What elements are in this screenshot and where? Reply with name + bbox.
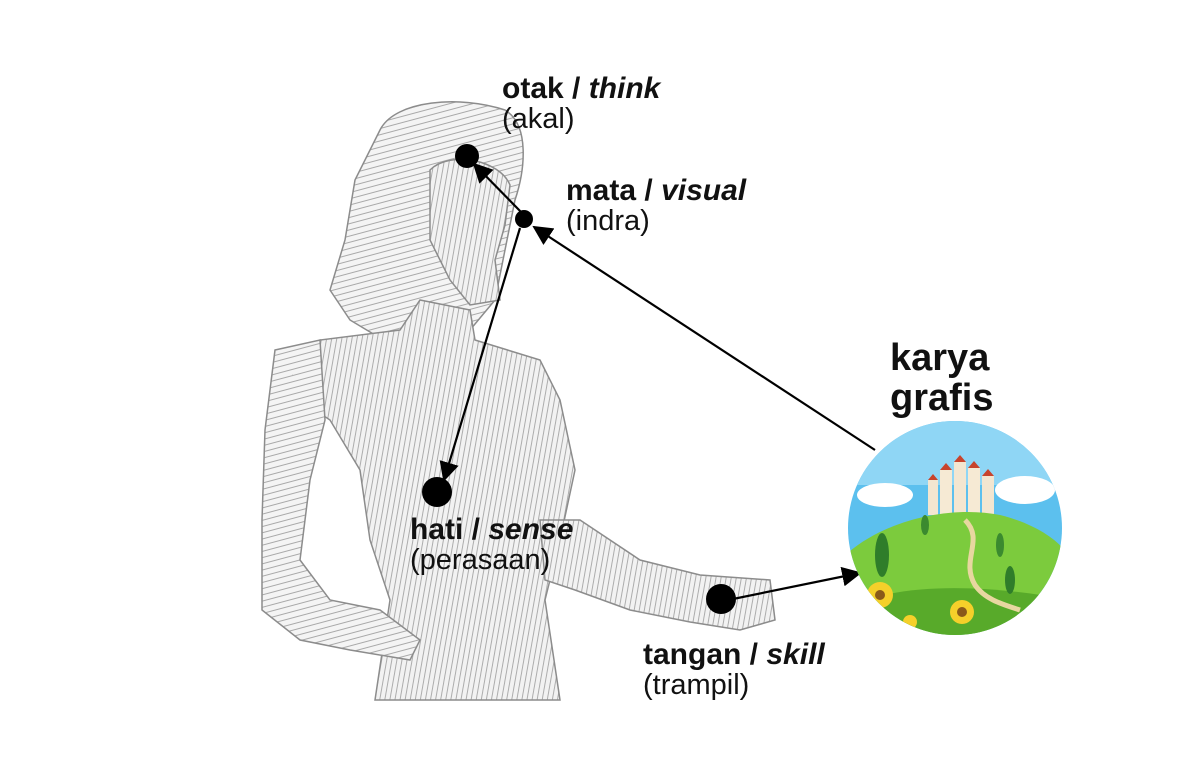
label-tangan: tangan / skill (trampil) (643, 640, 825, 700)
label-mata: mata / visual (indra) (566, 176, 746, 236)
label-otak: otak / think (akal) (502, 74, 660, 134)
karya-grafis-title: karya grafis (890, 338, 993, 418)
right-arm-shape (540, 520, 775, 630)
brain-node (455, 144, 479, 168)
title-line-1: karya (890, 338, 993, 378)
hand-node (706, 584, 736, 614)
label-hati: hati / sense (perasaan) (410, 515, 573, 575)
heart-node (422, 477, 452, 507)
title-line-2: grafis (890, 378, 993, 418)
eye-node (515, 210, 533, 228)
arrow-picture-to-eye (534, 227, 875, 450)
